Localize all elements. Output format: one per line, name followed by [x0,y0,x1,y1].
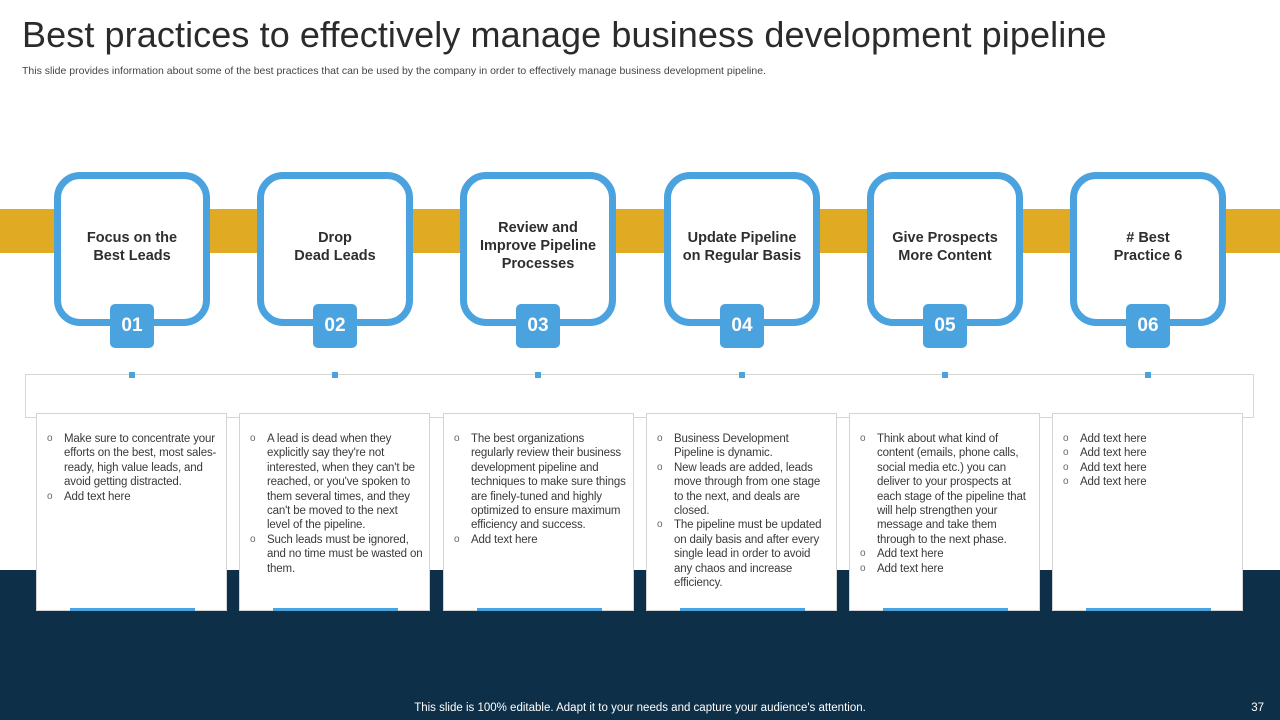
page-number: 37 [1251,702,1264,714]
circle-bullet-icon: o [454,433,460,444]
practice-frame-04: Update Pipeline on Regular Basis [664,172,820,326]
bullet-item: o Such leads must be ignored, and no time… [248,533,423,576]
practice-frame-06: # Best Practice 6 [1070,172,1226,326]
circle-bullet-icon: o [860,562,866,574]
bullet-text: Business Development Pipeline is dynamic… [674,433,789,460]
practice-number-badge: 02 [313,304,357,348]
circle-bullet-icon: o [657,461,663,473]
bullet-item: o Add text here [858,547,1033,561]
practice-detail-card-03: o The best organizations regularly review… [443,413,634,611]
connector-dot [332,372,338,378]
bullet-text: Make sure to concentrate your efforts on… [64,433,217,489]
practice-detail-card-04: o Business Development Pipeline is dynami… [646,413,837,611]
card-accent-line [273,608,398,611]
bullet-list: o Make sure to concentrate your efforts o… [45,432,220,504]
bullet-item: o Make sure to concentrate your efforts o… [45,432,220,490]
bullet-item: o The pipeline must be updated on daily b… [655,518,830,590]
bullet-text: Add text here [877,548,944,561]
practice-number-badge: 04 [720,304,764,348]
connector-dot [739,372,745,378]
card-accent-line [477,608,602,611]
bullet-item: o Add text here [45,490,220,504]
bullet-item: o Add text here [858,562,1033,576]
circle-bullet-icon: o [1063,447,1069,459]
card-accent-line [1086,608,1211,611]
circle-bullet-icon: o [250,533,256,545]
circle-bullet-icon: o [47,490,53,502]
practice-title: Drop Dead Leads [294,229,376,264]
circle-bullet-icon: o [454,533,460,545]
slide-title: Best practices to effectively manage bus… [22,14,1107,55]
bullet-list: o Business Development Pipeline is dynami… [655,432,830,590]
slide-subtitle: This slide provides information about so… [22,65,766,77]
bullet-text: Add text here [877,562,944,575]
bullet-item: o Business Development Pipeline is dynami… [655,432,830,461]
practice-title: Update Pipeline on Regular Basis [682,229,802,264]
bullet-list: o The best organizations regularly review… [452,432,627,547]
bullet-text: A lead is dead when they explicitly say … [267,433,415,532]
practice-frame-01: Focus on the Best Leads [54,172,210,326]
circle-bullet-icon: o [860,433,866,444]
practice-title: # Best Practice 6 [1113,229,1183,264]
card-accent-line [883,608,1008,611]
bullet-text: Add text here [1080,476,1147,489]
practice-detail-card-05: o Think about what kind of content (email… [849,413,1040,611]
practice-title: Focus on the Best Leads [86,229,178,264]
connector-dot [1145,372,1151,378]
circle-bullet-icon: o [657,519,663,531]
circle-bullet-icon: o [657,433,663,444]
circle-bullet-icon: o [1063,476,1069,488]
practice-title: Give Prospects More Content [892,229,998,264]
bullet-item: o Think about what kind of content (email… [858,432,1033,547]
practice-title: Review and Improve Pipeline Processes [479,219,597,272]
bullet-item: o A lead is dead when they explicitly say… [248,432,423,533]
bullet-item: o Add text here [1061,446,1236,460]
circle-bullet-icon: o [250,433,256,444]
practice-frame-05: Give Prospects More Content [867,172,1023,326]
bullet-text: Add text here [64,490,131,503]
bullet-text: New leads are added, leads move through … [674,461,821,518]
circle-bullet-icon: o [1063,461,1069,473]
bullet-text: Add text here [1080,433,1147,445]
practice-frame-03: Review and Improve Pipeline Processes [460,172,616,326]
circle-bullet-icon: o [1063,433,1069,444]
bullet-text: The best organizations regularly review … [471,433,626,532]
bullet-text: Add text here [1080,447,1147,460]
connector-box [25,374,1254,418]
circle-bullet-icon: o [47,433,53,444]
card-accent-line [680,608,805,611]
bullet-text: Add text here [1080,461,1147,474]
card-accent-line [70,608,195,611]
practice-detail-card-02: o A lead is dead when they explicitly say… [239,413,430,611]
bullet-list: o A lead is dead when they explicitly say… [248,432,423,576]
practice-number-badge: 01 [110,304,154,348]
footer-note: This slide is 100% editable. Adapt it to… [414,702,866,714]
bullet-item: o Add text here [452,533,627,547]
gold-timeline-band [0,209,1280,253]
connector-dot [535,372,541,378]
practice-number-badge: 06 [1126,304,1170,348]
practice-number-badge: 05 [923,304,967,348]
connector-dot [129,372,135,378]
bullet-item: o The best organizations regularly review… [452,432,627,533]
bullet-text: Add text here [471,533,538,546]
bullet-item: o New leads are added, leads move through… [655,461,830,519]
bullet-item: o Add text here [1061,461,1236,475]
bullet-item: o Add text here [1061,432,1236,446]
bullet-text: Such leads must be ignored, and no time … [267,533,423,575]
bullet-list: o Think about what kind of content (email… [858,432,1033,576]
practice-detail-card-01: o Make sure to concentrate your efforts o… [36,413,227,611]
practice-number-badge: 03 [516,304,560,348]
connector-dot [942,372,948,378]
bullet-item: o Add text here [1061,475,1236,489]
bullet-text: Think about what kind of content (emails… [877,433,1026,546]
practice-frame-02: Drop Dead Leads [257,172,413,326]
bullet-text: The pipeline must be updated on daily ba… [674,519,822,590]
circle-bullet-icon: o [860,548,866,560]
